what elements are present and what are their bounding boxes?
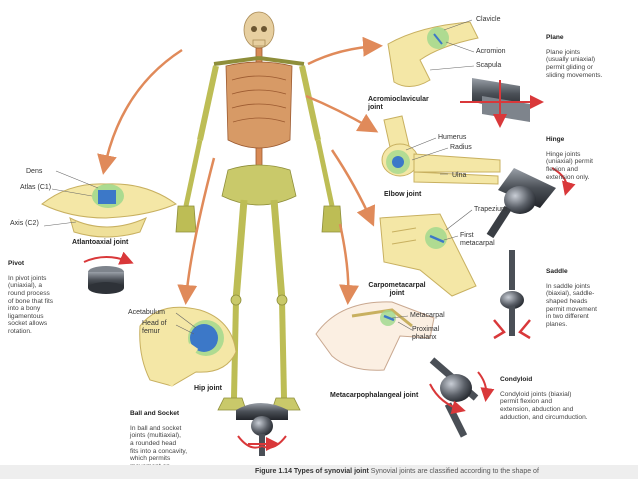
label-atlantoaxial-joint: Atlantoaxial joint xyxy=(72,239,129,246)
label-carpometacarpal-joint: Carpometacarpal joint xyxy=(368,282,426,297)
label-acetabulum: Acetabulum xyxy=(128,309,165,316)
label-radius: Radius xyxy=(450,144,472,151)
label-hip-joint: Hip joint xyxy=(194,385,222,392)
label-scapula: Scapula xyxy=(476,62,502,69)
label-ulna: Ulna xyxy=(452,172,467,179)
label-clavicle: Clavicle xyxy=(476,16,501,23)
joint-type-hinge: Hinge Hinge joints (uniaxial) permit fle… xyxy=(546,128,593,181)
label-elbow-joint: Elbow joint xyxy=(384,191,422,198)
label-metacarpophalangeal-joint: Metacarpophalangeal joint xyxy=(330,392,419,399)
callout-arrows xyxy=(97,36,383,305)
ball-socket-joint-model xyxy=(236,403,288,456)
figure-caption-number: Figure 1.14 Types of synovial joint xyxy=(255,468,369,475)
pivot-joint-model xyxy=(83,251,134,294)
joint-type-pivot-title: Pivot xyxy=(8,259,25,267)
label-axis: Axis (C2) xyxy=(10,220,39,227)
label-head-of-femur: Head of femur xyxy=(142,320,167,335)
metacarpophalangeal-illustration xyxy=(315,301,435,371)
joint-type-saddle-text: In saddle joints (biaxial), saddle- shap… xyxy=(546,282,597,328)
joint-type-saddle: Saddle In saddle joints (biaxial), saddl… xyxy=(546,260,597,328)
joint-type-hinge-title: Hinge xyxy=(546,135,565,143)
joint-type-condyloid: Condyloid Condyloid joints (biaxial) per… xyxy=(500,368,588,421)
saddle-joint-model xyxy=(493,250,531,340)
joint-type-plane-text: Plane joints (usually uniaxial) permit g… xyxy=(546,48,603,79)
carpometacarpal-illustration xyxy=(379,213,477,297)
hinge-joint-model xyxy=(486,167,576,239)
label-metacarpal: Metacarpal xyxy=(410,312,445,319)
joint-type-saddle-title: Saddle xyxy=(546,267,568,275)
condyloid-joint-model xyxy=(429,357,495,438)
label-acromion: Acromion xyxy=(476,48,506,55)
label-dens: Dens xyxy=(26,168,43,175)
elbow-illustration xyxy=(381,115,501,185)
joint-type-ball-socket-title: Ball and Socket xyxy=(130,409,180,417)
figure-caption-text: Synovial joints are classified according… xyxy=(370,468,539,475)
skeleton xyxy=(175,11,343,411)
joint-type-plane-title: Plane xyxy=(546,33,564,41)
label-humerus: Humerus xyxy=(438,134,467,141)
joint-type-pivot: Pivot In pivot joints (uniaxial), a roun… xyxy=(8,252,53,336)
joint-type-plane: Plane Plane joints (usually uniaxial) pe… xyxy=(546,26,602,79)
figure-caption: Figure 1.14 Types of synovial joint Syno… xyxy=(0,465,638,479)
label-acromioclavicular-joint: Acromioclavicular joint xyxy=(368,96,429,111)
atlantoaxial-illustration xyxy=(41,183,178,238)
joint-type-pivot-text: In pivot joints (uniaxial), a round proc… xyxy=(8,274,54,335)
joint-type-condyloid-title: Condyloid xyxy=(500,375,533,383)
label-atlas: Atlas (C1) xyxy=(20,184,52,191)
hip-illustration xyxy=(139,306,237,387)
joint-type-hinge-text: Hinge joints (uniaxial) permit flexion a… xyxy=(546,150,593,181)
leader-lines xyxy=(43,19,475,335)
plane-joint-model xyxy=(460,78,544,128)
acromioclavicular-illustration xyxy=(387,21,479,87)
label-first-metacarpal: First metacarpal xyxy=(460,232,495,247)
label-trapezium: Trapezium xyxy=(474,206,507,213)
label-proximal-phalanx: Proximal phalanx xyxy=(412,326,440,341)
joint-type-condyloid-text: Condyloid joints (biaxial) permit flexio… xyxy=(500,390,588,421)
